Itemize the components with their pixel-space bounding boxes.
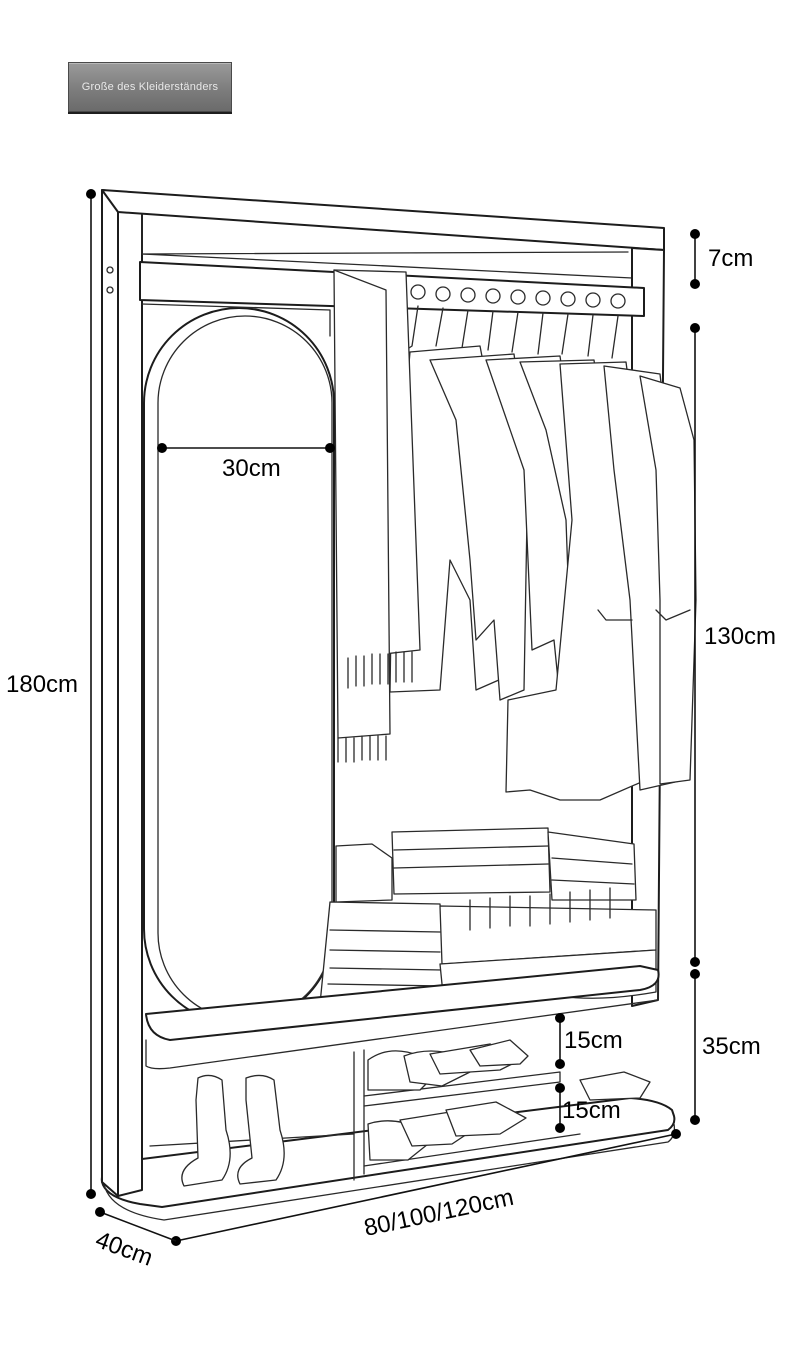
title-badge-text: Große des Kleiderständers	[81, 81, 219, 93]
dim-hanging-height	[690, 323, 700, 967]
dim-bench-height	[690, 969, 700, 1125]
label-depth: 40cm	[92, 1226, 156, 1271]
label-hanging-height: 130cm	[704, 623, 776, 650]
label-bench-height: 35cm	[702, 1033, 761, 1060]
label-shelf-upper: 15cm	[564, 1027, 623, 1054]
label-shelf-lower: 15cm	[562, 1097, 621, 1124]
label-top-gap: 7cm	[708, 245, 753, 272]
dim-depth	[95, 1207, 177, 1242]
hanging-clothes	[389, 345, 697, 801]
label-total-height: 180cm	[6, 671, 78, 698]
scarf	[333, 269, 421, 763]
dim-total-height	[86, 189, 96, 1199]
dim-shelf-lower	[555, 1083, 565, 1133]
hook-row	[410, 284, 626, 309]
left-post	[101, 189, 119, 1197]
dim-top-gap	[690, 229, 700, 289]
label-mirror-width: 30cm	[222, 455, 281, 482]
shoes	[181, 1039, 651, 1187]
title-badge: Große des Kleiderständers	[68, 62, 232, 112]
top-beam	[101, 189, 665, 251]
dim-mirror-width	[157, 443, 335, 453]
dim-shelf-upper	[555, 1013, 565, 1069]
label-width-options: 80/100/120cm	[362, 1184, 516, 1242]
oval-mirror	[141, 303, 335, 1025]
